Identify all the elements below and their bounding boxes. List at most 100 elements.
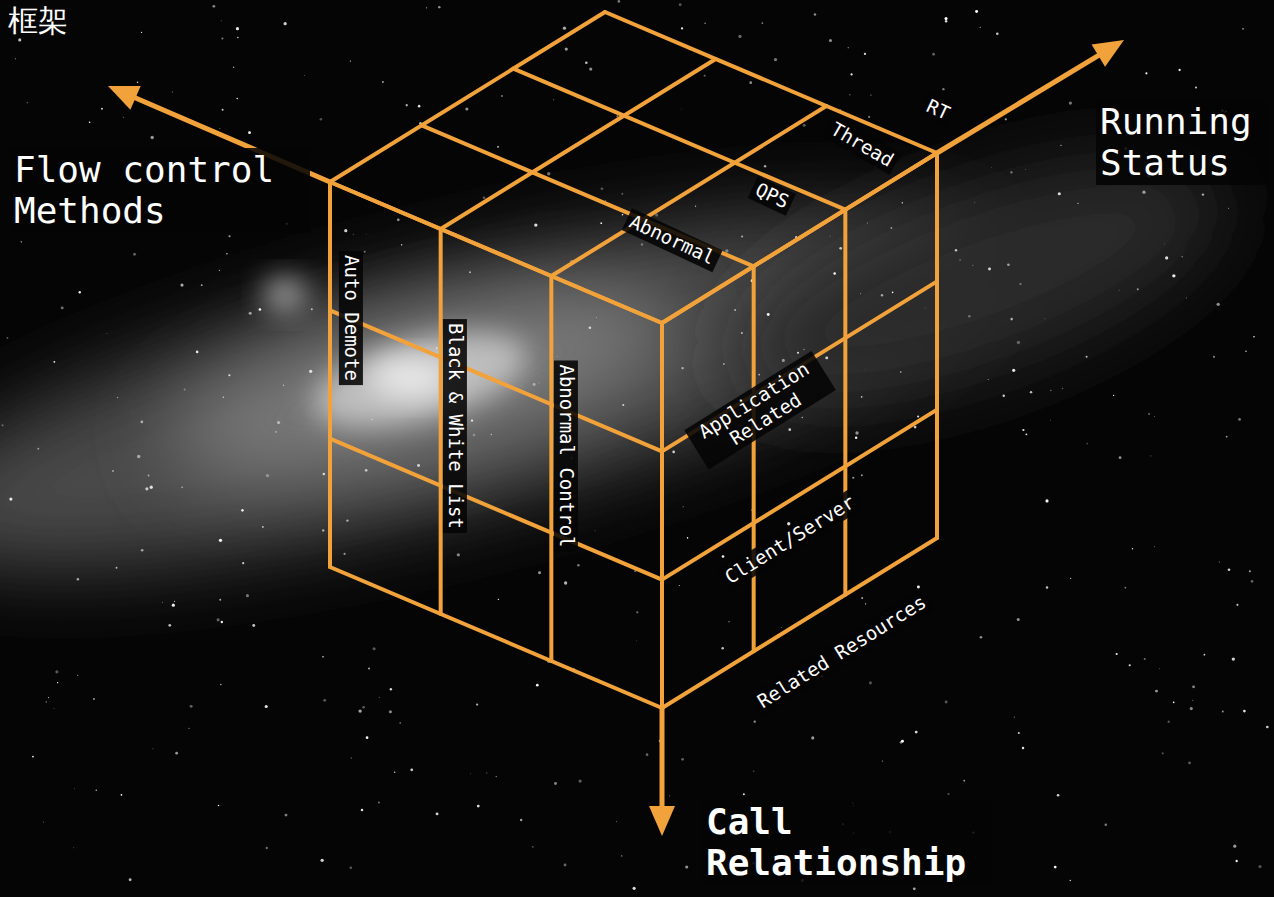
star xyxy=(829,39,832,42)
star xyxy=(150,486,153,489)
star xyxy=(861,597,863,599)
star xyxy=(855,431,858,434)
star xyxy=(764,165,766,167)
star xyxy=(471,419,473,421)
star xyxy=(284,22,287,25)
star xyxy=(400,722,401,723)
star xyxy=(9,498,12,501)
star xyxy=(351,758,352,759)
star xyxy=(410,768,413,771)
star xyxy=(679,585,680,586)
star xyxy=(121,794,123,796)
star xyxy=(1190,707,1193,710)
star xyxy=(219,539,222,542)
star xyxy=(7,337,9,339)
axis-label: Flow control Methods xyxy=(10,148,310,233)
star xyxy=(368,668,370,670)
star xyxy=(1238,418,1241,421)
star xyxy=(725,249,728,252)
star xyxy=(353,234,354,235)
star xyxy=(361,809,364,812)
star xyxy=(219,270,220,271)
star xyxy=(538,571,541,574)
star xyxy=(151,487,152,488)
star xyxy=(600,222,602,224)
star xyxy=(406,104,408,106)
star xyxy=(18,38,21,41)
star xyxy=(704,23,706,25)
star xyxy=(833,272,835,274)
cube-edge xyxy=(328,182,332,567)
star xyxy=(323,699,326,702)
star xyxy=(1249,570,1251,572)
star xyxy=(1116,653,1118,655)
star xyxy=(212,5,215,8)
star xyxy=(389,710,392,713)
star xyxy=(379,697,380,698)
star xyxy=(477,805,480,808)
star xyxy=(721,647,724,650)
star xyxy=(536,684,539,687)
star xyxy=(1192,685,1195,688)
star xyxy=(963,780,965,782)
star xyxy=(646,753,649,756)
star xyxy=(417,464,420,467)
star xyxy=(436,347,438,349)
star xyxy=(687,537,689,539)
star xyxy=(1266,726,1269,729)
star xyxy=(372,419,373,420)
star xyxy=(43,821,45,823)
star xyxy=(190,705,193,708)
column-label: Auto Demote xyxy=(339,251,363,385)
star xyxy=(1148,413,1150,415)
star xyxy=(864,368,866,370)
star xyxy=(1155,690,1158,693)
star xyxy=(46,701,47,702)
star xyxy=(473,434,476,437)
star xyxy=(366,736,369,739)
star xyxy=(767,313,770,316)
star xyxy=(618,0,621,3)
star xyxy=(1178,69,1180,71)
star xyxy=(241,509,244,512)
star xyxy=(259,308,262,311)
star xyxy=(520,819,522,821)
star xyxy=(350,61,351,62)
star xyxy=(672,451,675,454)
star xyxy=(1165,256,1168,259)
star xyxy=(601,187,604,190)
star xyxy=(57,682,58,683)
star xyxy=(219,128,220,129)
star xyxy=(221,37,223,39)
star xyxy=(1243,710,1246,713)
star xyxy=(112,470,114,472)
star xyxy=(890,227,892,229)
star xyxy=(1236,860,1238,862)
star xyxy=(77,578,80,581)
star xyxy=(37,448,39,450)
star xyxy=(1014,716,1015,717)
star xyxy=(902,202,904,204)
star xyxy=(469,773,471,775)
star xyxy=(48,697,49,698)
star xyxy=(972,265,973,266)
star xyxy=(174,601,175,602)
star xyxy=(855,437,858,440)
star xyxy=(1069,101,1072,104)
star xyxy=(959,259,961,261)
star xyxy=(365,233,367,235)
star xyxy=(322,529,324,531)
title-text: 框架 xyxy=(8,4,68,37)
star xyxy=(184,388,186,390)
star xyxy=(723,363,725,365)
star xyxy=(217,618,220,621)
cube-edge xyxy=(330,182,662,323)
star xyxy=(1012,369,1015,372)
star xyxy=(196,351,199,354)
star xyxy=(1003,395,1005,397)
star xyxy=(1022,747,1024,749)
star xyxy=(1228,208,1229,209)
cube-edge xyxy=(843,210,847,595)
star xyxy=(266,474,269,477)
star xyxy=(865,603,866,604)
